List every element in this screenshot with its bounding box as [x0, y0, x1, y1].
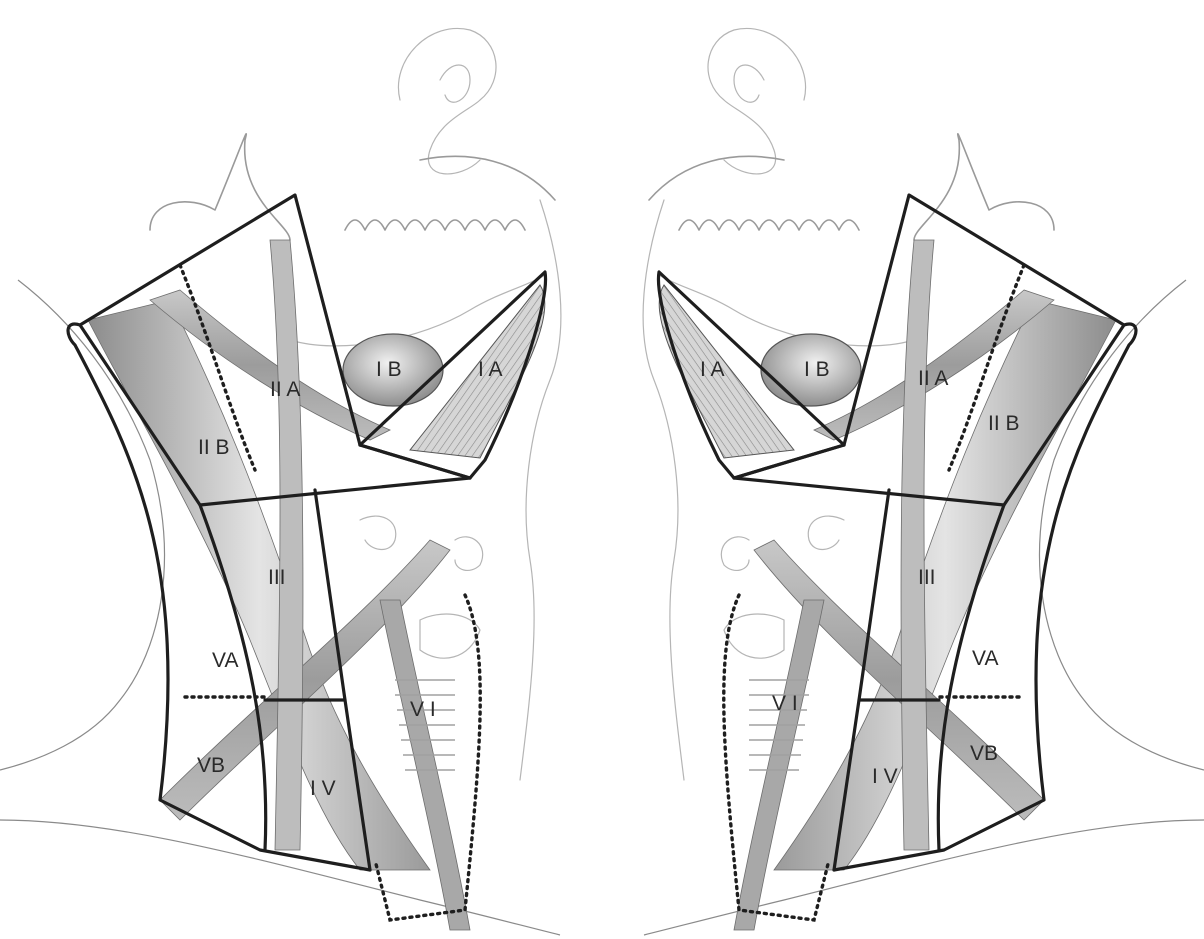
left-label-IA: I A	[478, 358, 503, 381]
right-label-IA: I A	[700, 358, 725, 381]
right-upper-lip	[649, 156, 784, 200]
right-teeth	[679, 220, 859, 230]
right-hyoid	[808, 516, 844, 549]
left-ear	[150, 134, 290, 240]
left-label-IIB: II B	[198, 436, 230, 459]
left-label-VA: VA	[212, 649, 238, 672]
left-label-IB: I B	[376, 358, 402, 381]
left-nose	[398, 28, 496, 173]
right-neck	[643, 28, 1204, 935]
left-hyoid-2	[455, 537, 483, 571]
left-label-VI: V I	[410, 698, 436, 721]
left-jugular-vein	[270, 240, 303, 850]
left-label-VB: VB	[197, 754, 225, 777]
right-label-VA: VA	[972, 647, 998, 670]
left-upper-lip	[420, 156, 555, 200]
left-neck: I A I B II A II B III VA VB I V V I	[0, 28, 561, 935]
right-label-IV: I V	[872, 765, 898, 788]
left-teeth	[345, 220, 525, 230]
right-thyroid-cartilage	[724, 614, 784, 658]
right-label-III: III	[918, 566, 936, 589]
right-label-VB: VB	[970, 742, 998, 765]
right-nose	[708, 28, 806, 173]
right-label-IIA: II A	[918, 367, 948, 390]
left-label-IV: I V	[310, 777, 336, 800]
left-strap-muscle	[380, 600, 470, 930]
right-jugular-vein	[901, 240, 934, 850]
right-hyoid-2	[721, 537, 749, 571]
right-level-boundaries	[658, 195, 1136, 920]
right-ear	[914, 134, 1054, 240]
left-thyroid-cartilage	[420, 614, 480, 658]
left-label-III: III	[268, 566, 286, 589]
right-label-IB: I B	[804, 358, 830, 381]
right-strap-muscle	[734, 600, 824, 930]
right-label-VI: V I	[772, 692, 798, 715]
left-label-IIA: II A	[270, 378, 300, 401]
left-nostril	[440, 65, 470, 102]
left-hyoid	[360, 516, 396, 549]
right-nostril	[734, 65, 764, 102]
left-level-boundaries	[68, 195, 546, 920]
right-label-IIB: II B	[988, 412, 1020, 435]
